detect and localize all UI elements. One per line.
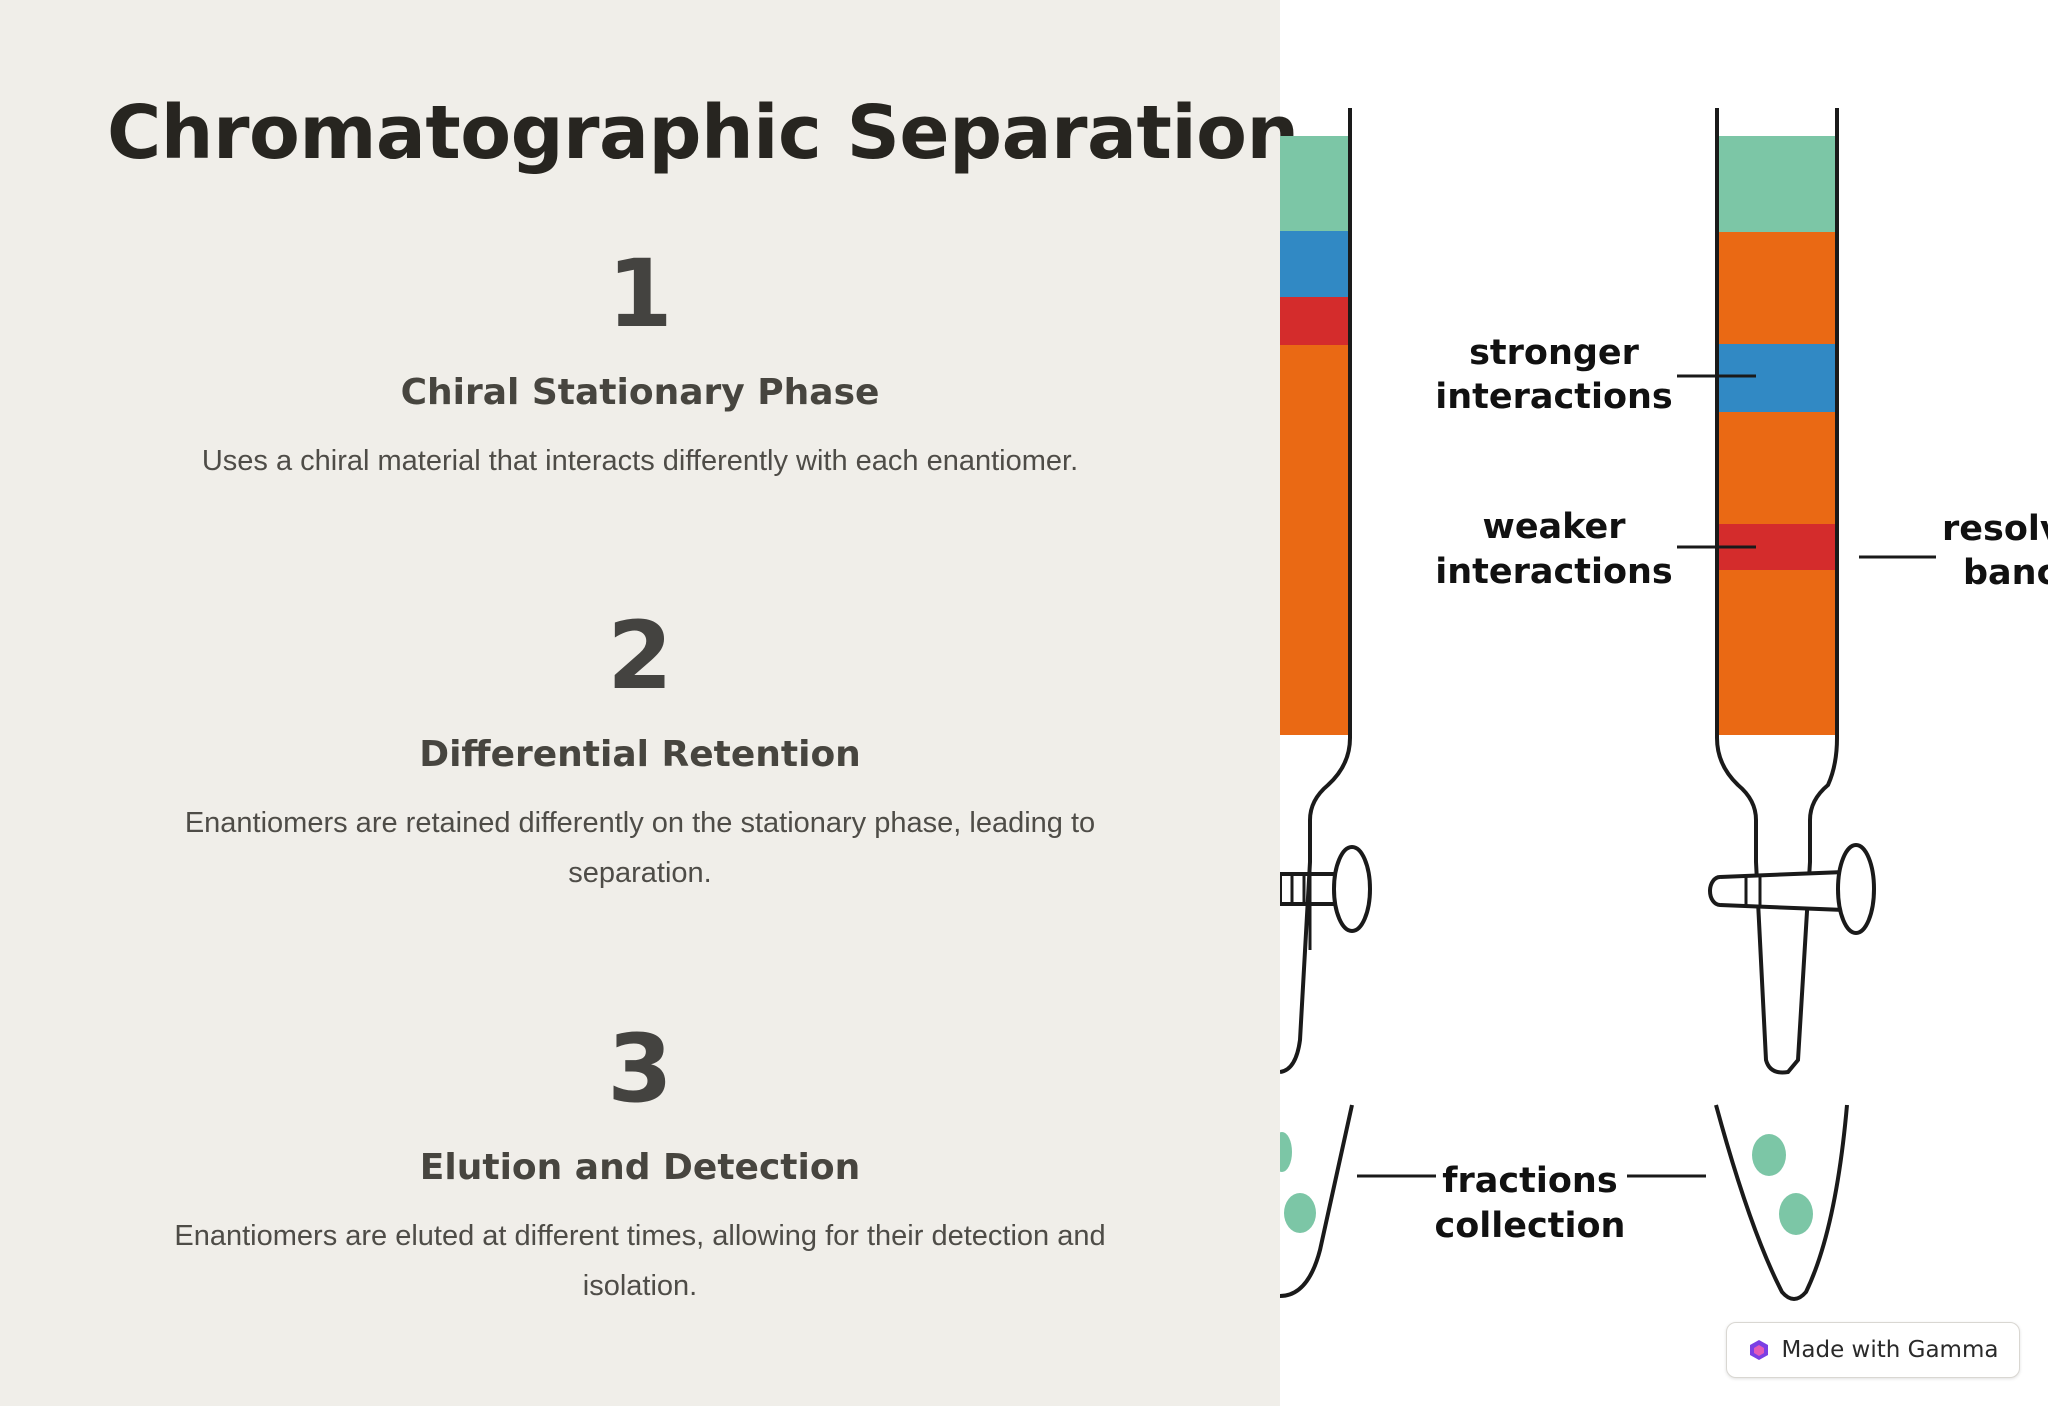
right-column [1708, 108, 1876, 1075]
right-column-stopcock [1708, 843, 1876, 935]
page-title: Chromatographic Separation [107, 90, 1299, 176]
content-panel: Chromatographic Separation 1 Chiral Stat… [0, 0, 1299, 1406]
step-description: Uses a chiral material that interacts di… [201, 445, 1079, 477]
badge-label: Made with Gamma [1781, 1337, 1999, 1363]
step-differential-retention: 2 Differential Retention Enantiomers are… [120, 602, 1160, 898]
right-column-outline [1715, 108, 1839, 1075]
step-description: Enantiomers are eluted at different time… [174, 1220, 1106, 1302]
stronger-interactions-label-line2: interactions [1435, 377, 1673, 417]
right-collection-vessel [1714, 1104, 1849, 1301]
weaker-interactions-label-line2: interactions [1435, 552, 1673, 592]
right-column-orange-band-top [1717, 232, 1837, 344]
left-column-teal-band [1280, 136, 1350, 231]
weaker-interactions-label-line1: weaker [1482, 507, 1626, 547]
stronger-interactions-label-line1: stronger [1469, 333, 1640, 373]
step-description: Enantiomers are retained differently on … [184, 807, 1096, 889]
left-column-outline [1280, 108, 1352, 1074]
resolved-bands-label-line1: resolv [1942, 509, 2048, 549]
step-elution-and-detection: 3 Elution and Detection Enantiomers are … [120, 1015, 1160, 1311]
fractions-collection-label-line1: fractions [1442, 1161, 1617, 1201]
left-column-orange-band [1280, 345, 1350, 735]
left-column [1280, 108, 1372, 1074]
step-heading: Elution and Detection [419, 1147, 861, 1188]
right-column-blue-band [1717, 344, 1837, 412]
right-column-orange-band-middle [1717, 412, 1837, 524]
step-chiral-stationary-phase: 1 Chiral Stationary Phase Uses a chiral … [120, 240, 1160, 486]
chromatography-diagram: stronger interactions weaker interaction… [1280, 0, 2048, 1406]
step-heading: Chiral Stationary Phase [400, 372, 880, 413]
fractions-collection-label-line2: collection [1435, 1206, 1626, 1246]
right-column-teal-band [1717, 136, 1837, 232]
made-with-gamma-badge[interactable]: Made with Gamma [1726, 1322, 2020, 1378]
step-heading: Differential Retention [419, 734, 861, 775]
step-number: 2 [607, 602, 673, 711]
left-collection-vessel [1280, 1104, 1354, 1298]
step-number: 3 [607, 1015, 673, 1124]
left-column-red-band [1280, 297, 1350, 345]
left-column-blue-band [1280, 231, 1350, 297]
left-column-stopcock [1280, 845, 1372, 933]
chromatography-illustration: stronger interactions weaker interaction… [1280, 108, 2048, 1301]
right-column-orange-band-bottom [1717, 570, 1837, 735]
resolved-bands-label-line2: banc [1963, 553, 2048, 593]
gamma-logo-icon [1749, 1340, 1768, 1360]
step-number: 1 [607, 240, 673, 349]
